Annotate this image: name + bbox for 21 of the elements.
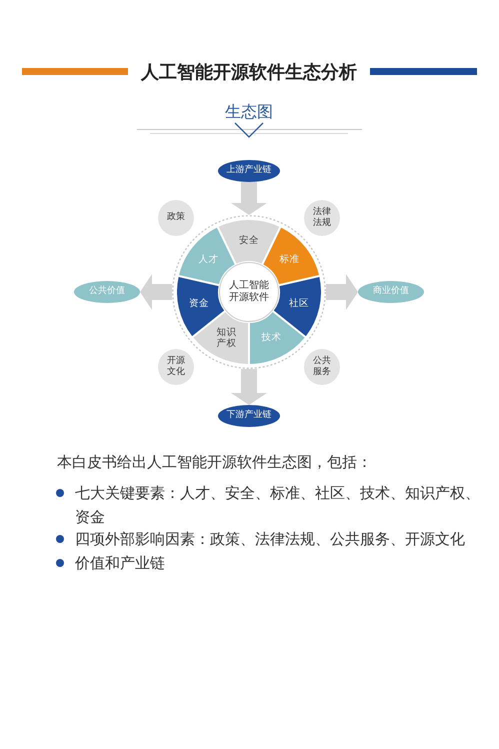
- circle-node: 法律法规: [304, 200, 340, 236]
- pie-segment: 安全: [218, 220, 280, 264]
- subtitle: 生态图: [225, 102, 273, 122]
- arrow: [231, 369, 267, 405]
- intro-text: 本白皮书给出人工智能开源软件生态图，包括：: [57, 452, 372, 473]
- bullet-text: 七大关键要素：人才、安全、标准、社区、技术、知识产权、资金: [75, 483, 481, 528]
- bullet-text: 价值和产业链: [75, 553, 165, 574]
- oval-node: 公共价值: [74, 281, 140, 303]
- arrow: [140, 274, 172, 310]
- arrow: [326, 274, 358, 310]
- circle-node: 公共服务: [304, 349, 340, 385]
- pie-segment: 技术: [250, 312, 305, 364]
- arrow: [231, 182, 267, 215]
- title: 人工智能开源软件生态分析: [141, 62, 357, 84]
- circle-node: 开源文化: [158, 349, 194, 385]
- oval-node: 下游产业链: [218, 405, 280, 427]
- pie-segment: 知识产权: [193, 312, 248, 364]
- circle-node: 政策: [158, 200, 194, 236]
- bullet-text: 四项外部影响因素：政策、法律法规、公共服务、开源文化: [75, 529, 465, 550]
- oval-node: 上游产业链: [218, 160, 280, 182]
- oval-node: 商业价值: [358, 281, 424, 303]
